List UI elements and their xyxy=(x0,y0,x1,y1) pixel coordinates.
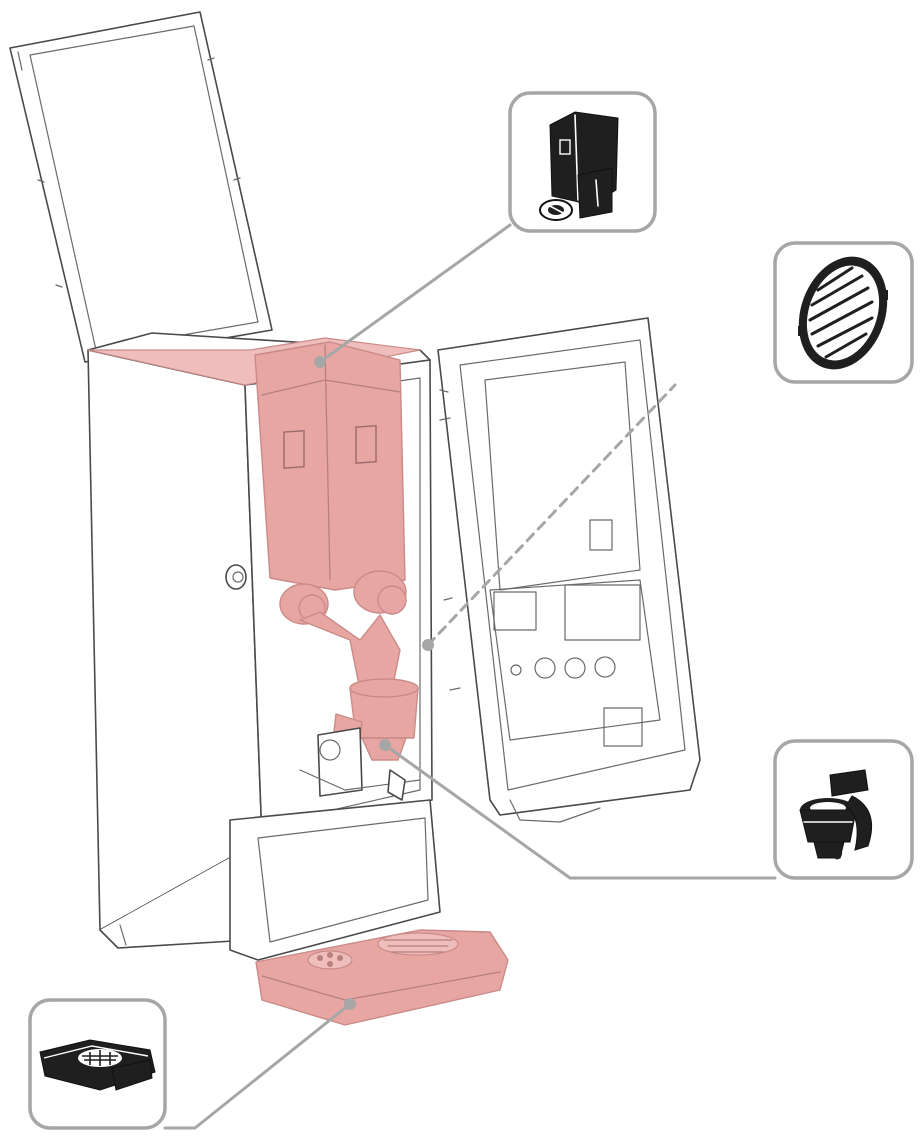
open-lid xyxy=(9,11,273,363)
drip-tray-highlight xyxy=(255,929,509,1026)
open-door xyxy=(437,317,701,823)
side-knob xyxy=(225,564,247,590)
bean-hopper-highlight xyxy=(87,337,421,761)
callout-bean-hopper xyxy=(508,91,657,233)
chute-icon xyxy=(799,769,872,860)
callout-dispense-chute xyxy=(773,739,914,880)
drip-tray-icon xyxy=(39,1039,156,1091)
filter-screen-icon xyxy=(798,256,888,370)
hopper-icon xyxy=(539,111,619,221)
leader-lines xyxy=(163,223,777,1130)
callout-drip-tray xyxy=(28,998,167,1130)
grinder-body xyxy=(9,11,509,1026)
callout-grind-screen-filter xyxy=(773,241,914,384)
grinder-mechanism xyxy=(299,727,421,801)
